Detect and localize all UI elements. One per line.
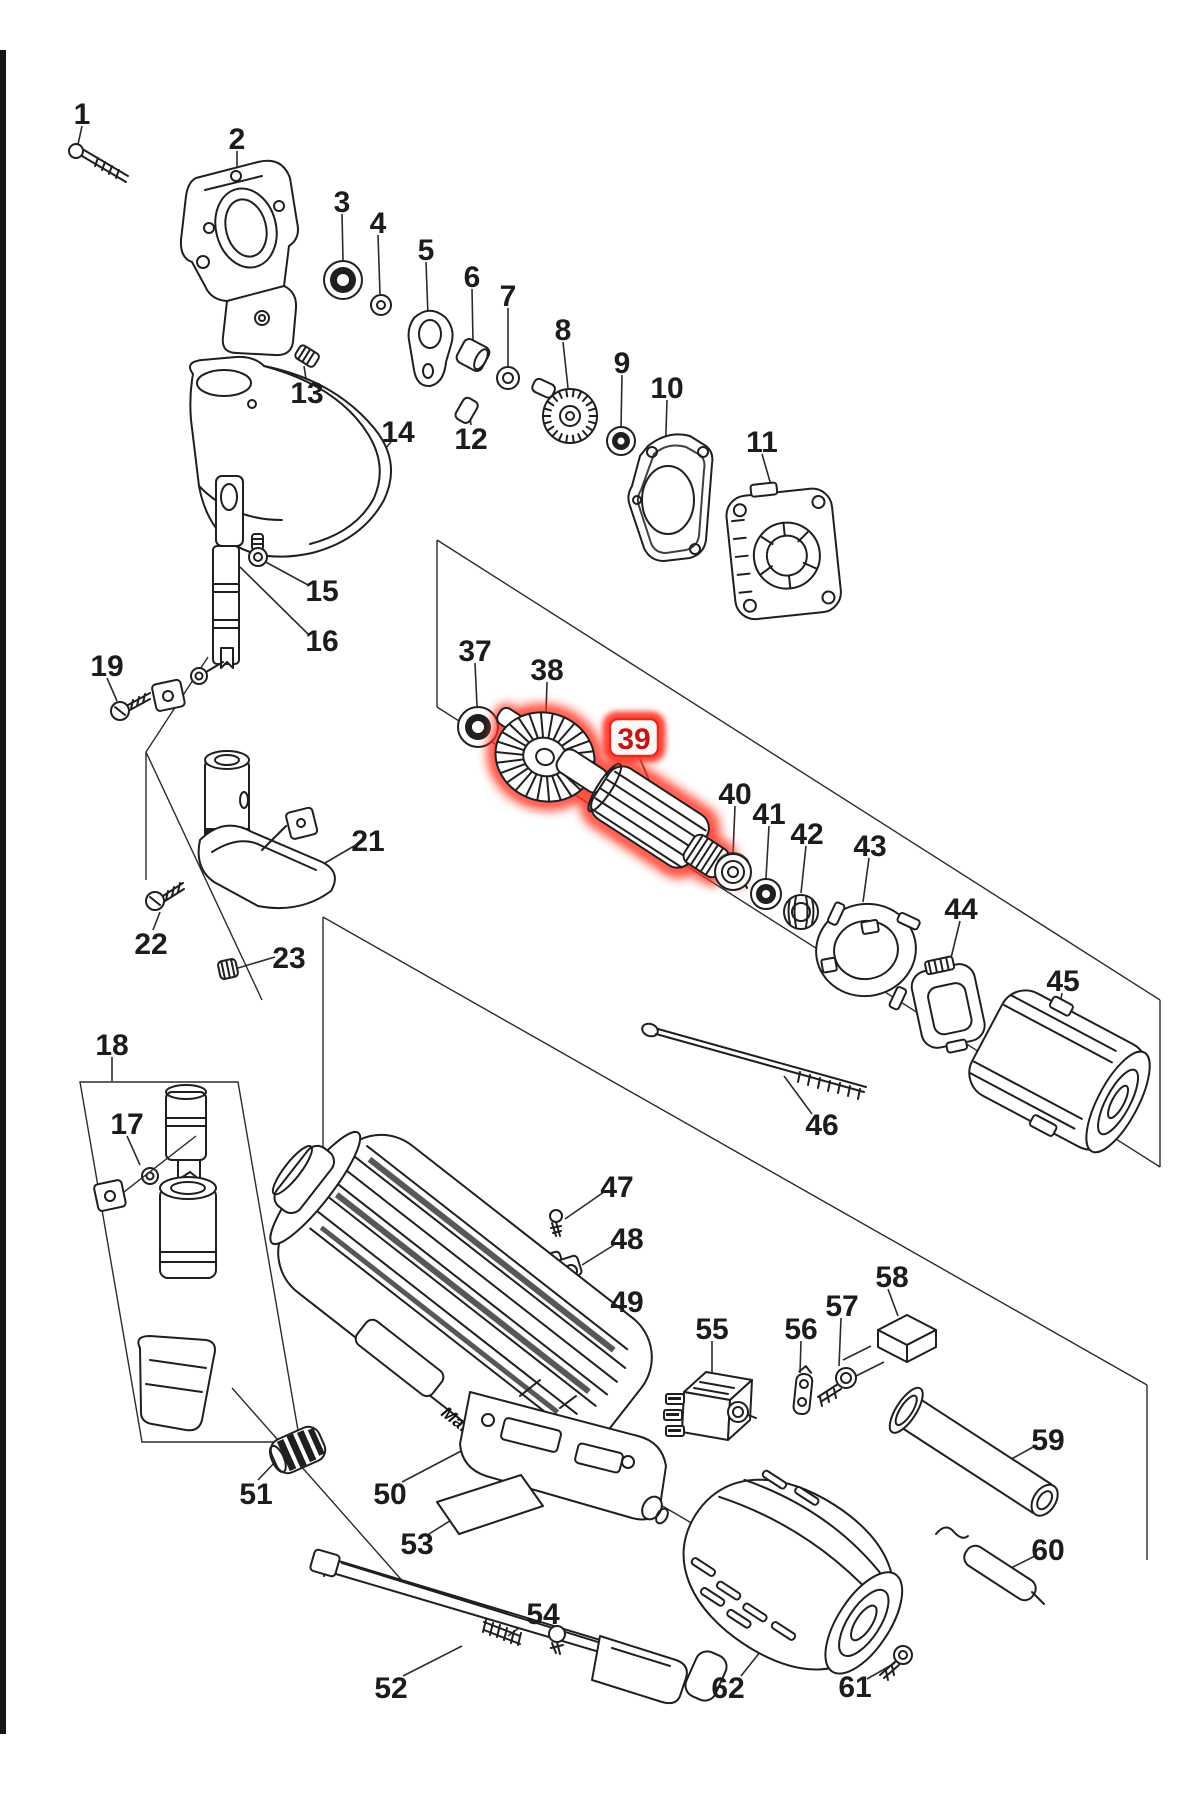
part-label-38[interactable]: 38 <box>530 654 563 687</box>
part-label-59[interactable]: 59 <box>1031 1424 1064 1457</box>
part-41-bearing-sketch <box>750 878 782 910</box>
part-label-18[interactable]: 18 <box>95 1029 128 1062</box>
part-label-3[interactable]: 3 <box>334 186 351 219</box>
part-46-bolt-sketch <box>641 1022 867 1100</box>
part-label-22[interactable]: 22 <box>134 928 167 961</box>
part-label-58[interactable]: 58 <box>875 1261 908 1294</box>
part-label-45[interactable]: 45 <box>1046 965 1079 998</box>
part-47-screw-sketch <box>549 1209 563 1237</box>
part-61-screw-sketch <box>879 1645 913 1681</box>
part-label-55[interactable]: 55 <box>695 1313 728 1346</box>
part-54-spring-screw-sketch <box>482 1619 566 1655</box>
part-40-bearing-sketch <box>714 852 752 891</box>
part-53-label-sketch <box>436 1474 544 1535</box>
part-18-subassembly-sketch <box>79 1081 301 1443</box>
part-42-ring-sketch <box>783 894 819 930</box>
part-22-screw-sketch <box>145 882 185 911</box>
part-16-shaft-sketch <box>212 475 244 669</box>
part-label-10[interactable]: 10 <box>650 372 683 405</box>
part-62-rear-cover-sketch <box>682 1469 904 1675</box>
page-left-border <box>0 50 6 1734</box>
part-label-42[interactable]: 42 <box>790 818 823 851</box>
part-11-bearing-box-sketch <box>725 481 842 621</box>
part-label-60[interactable]: 60 <box>1031 1534 1064 1567</box>
part-label-2[interactable]: 2 <box>229 123 246 156</box>
part-50-motor-housing-sketch: Makita <box>269 1130 669 1525</box>
part-13-pin-sketch <box>294 344 320 368</box>
part-label-53[interactable]: 53 <box>400 1528 433 1561</box>
part-label-41[interactable]: 41 <box>752 798 785 831</box>
part-55-switch-sketch <box>663 1371 757 1441</box>
part-9-bearing-sketch <box>606 426 636 456</box>
part-8-bevel-gear-sketch <box>531 377 598 444</box>
part-label-11[interactable]: 11 <box>746 426 778 459</box>
part-label-7[interactable]: 7 <box>500 280 517 313</box>
part-label-54[interactable]: 54 <box>526 1598 560 1631</box>
part-38-fan-sketch[interactable] <box>484 700 606 815</box>
part-3-bearing-sketch <box>323 260 363 300</box>
part-label-16[interactable]: 16 <box>305 625 338 658</box>
part-43-baffle-plate-sketch <box>815 901 921 1011</box>
part-label-62[interactable]: 62 <box>711 1672 744 1705</box>
part-19-screw-nut-sketch <box>110 661 224 721</box>
part-label-15[interactable]: 15 <box>305 575 338 608</box>
part-label-13[interactable]: 13 <box>290 377 323 410</box>
part-57-screw-sketch <box>817 1367 857 1407</box>
part-7-washer-sketch <box>496 366 520 390</box>
part-1-screw-sketch <box>68 143 129 183</box>
part-label-61[interactable]: 61 <box>838 1671 871 1704</box>
assembly-plane-lines <box>145 539 1161 1595</box>
highlight-label-box <box>608 717 660 758</box>
part-4-washer-sketch <box>370 294 392 316</box>
part-label-39[interactable]: 39 <box>617 723 650 756</box>
leader-lines <box>76 125 1063 1680</box>
part-52-lever-rod-sketch <box>309 1548 728 1705</box>
part-label-1[interactable]: 1 <box>74 98 91 131</box>
part-58-box-sketch <box>877 1314 937 1363</box>
part-23-pin-sketch <box>217 958 239 980</box>
part-label-48[interactable]: 48 <box>610 1223 643 1256</box>
part-label-57[interactable]: 57 <box>825 1290 858 1323</box>
part-2-gear-housing-sketch <box>179 159 299 357</box>
part-44-holder-sketch <box>910 955 986 1054</box>
part-label-52[interactable]: 52 <box>374 1672 407 1705</box>
part-60-cord-sketch <box>935 1526 1045 1605</box>
part-12-pin-sketch <box>454 396 479 424</box>
part-label-6[interactable]: 6 <box>464 261 481 294</box>
part-37-bearing-sketch <box>457 706 499 748</box>
part-label-46[interactable]: 46 <box>805 1109 838 1142</box>
part-51-slide-knob-sketch <box>268 1425 327 1475</box>
part-label-14[interactable]: 14 <box>381 416 415 449</box>
part-15-screw-sketch <box>248 533 268 567</box>
part-label-17[interactable]: 17 <box>110 1108 143 1141</box>
part-label-5[interactable]: 5 <box>418 234 435 267</box>
part-10-gasket-sketch <box>627 433 714 562</box>
part-label-47[interactable]: 47 <box>600 1171 633 1204</box>
part-45-stator-sketch <box>968 989 1151 1154</box>
part-59-handle-tube-sketch <box>888 1386 1059 1517</box>
part-label-44[interactable]: 44 <box>944 893 978 926</box>
part-label-4[interactable]: 4 <box>370 207 387 240</box>
part-label-56[interactable]: 56 <box>784 1313 817 1346</box>
part-6-spacer-sketch <box>455 338 491 372</box>
part-56-lever-sketch <box>792 1365 814 1416</box>
part-label-50[interactable]: 50 <box>373 1478 406 1511</box>
part-label-40[interactable]: 40 <box>718 778 751 811</box>
part-label-43[interactable]: 43 <box>853 830 886 863</box>
part-label-9[interactable]: 9 <box>614 347 631 380</box>
part-label-12[interactable]: 12 <box>454 423 487 456</box>
part-label-8[interactable]: 8 <box>555 314 572 347</box>
part-label-23[interactable]: 23 <box>272 942 305 975</box>
part-label-51[interactable]: 51 <box>239 1478 272 1511</box>
part-label-49[interactable]: 49 <box>610 1286 643 1319</box>
part-21-shoe-assembly-sketch <box>197 750 336 910</box>
part-label-21[interactable]: 21 <box>351 825 384 858</box>
part-label-19[interactable]: 19 <box>90 650 123 683</box>
part-label-37[interactable]: 37 <box>458 635 491 668</box>
part-5-yoke-sketch <box>407 309 454 388</box>
